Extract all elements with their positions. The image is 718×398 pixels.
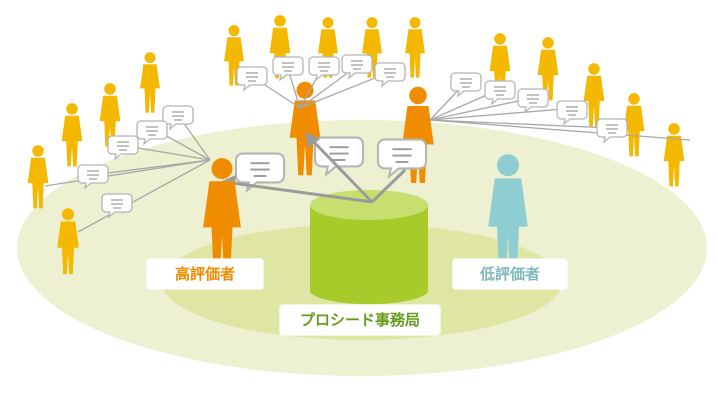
evaluator-icon bbox=[61, 103, 83, 167]
database-cylinder-icon bbox=[310, 190, 428, 305]
speech-bubble-icon bbox=[517, 88, 549, 113]
evaluator-icon bbox=[405, 17, 425, 78]
office-label: プロシード事務局 bbox=[280, 305, 440, 335]
speech-bubble-icon bbox=[374, 62, 406, 87]
evaluator-icon bbox=[140, 52, 160, 113]
high-rated-label: 高評価者 bbox=[147, 259, 263, 289]
evaluator-icon bbox=[663, 123, 685, 187]
speech-bubble-icon bbox=[236, 66, 268, 91]
low-rated-label: 低評価者 bbox=[453, 259, 567, 289]
speech-bubble-icon bbox=[596, 118, 628, 143]
speech-bubble-icon bbox=[556, 100, 588, 125]
speech-bubble-icon bbox=[484, 80, 516, 105]
speech-bubble-icon bbox=[136, 120, 168, 145]
